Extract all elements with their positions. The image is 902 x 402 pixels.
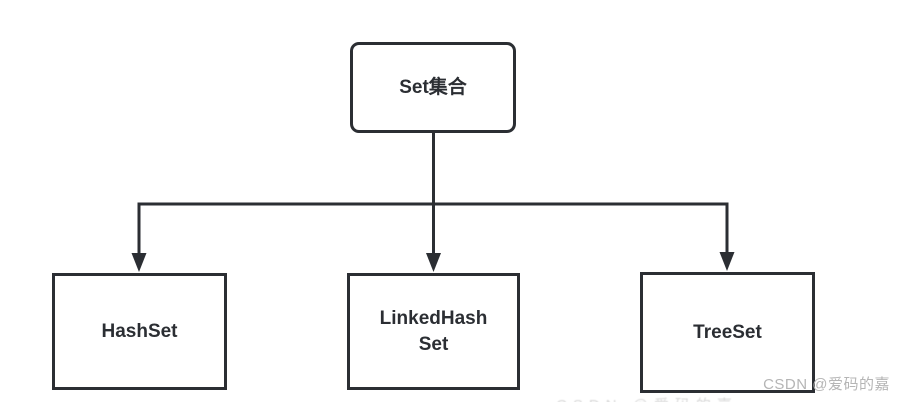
- node-linkedhashset: LinkedHash Set: [347, 273, 520, 390]
- csdn-watermark: CSDN @爱码的嘉: [763, 376, 890, 393]
- node-set-root-label: Set集合: [399, 76, 467, 98]
- node-hashset-label: HashSet: [101, 320, 178, 342]
- node-hashset: HashSet: [52, 273, 227, 390]
- arrowhead-left-icon: [131, 253, 147, 272]
- arrowhead-right-icon: [719, 252, 735, 271]
- node-treeset: TreeSet: [640, 272, 815, 393]
- node-set-root: Set集合: [350, 42, 516, 133]
- arrowhead-middle-icon: [426, 253, 441, 272]
- node-treeset-label: TreeSet: [693, 321, 762, 343]
- csdn-watermark-ghost: CSDN @爱码的嘉: [556, 394, 738, 402]
- node-linkedhashset-label: LinkedHash Set: [379, 307, 488, 355]
